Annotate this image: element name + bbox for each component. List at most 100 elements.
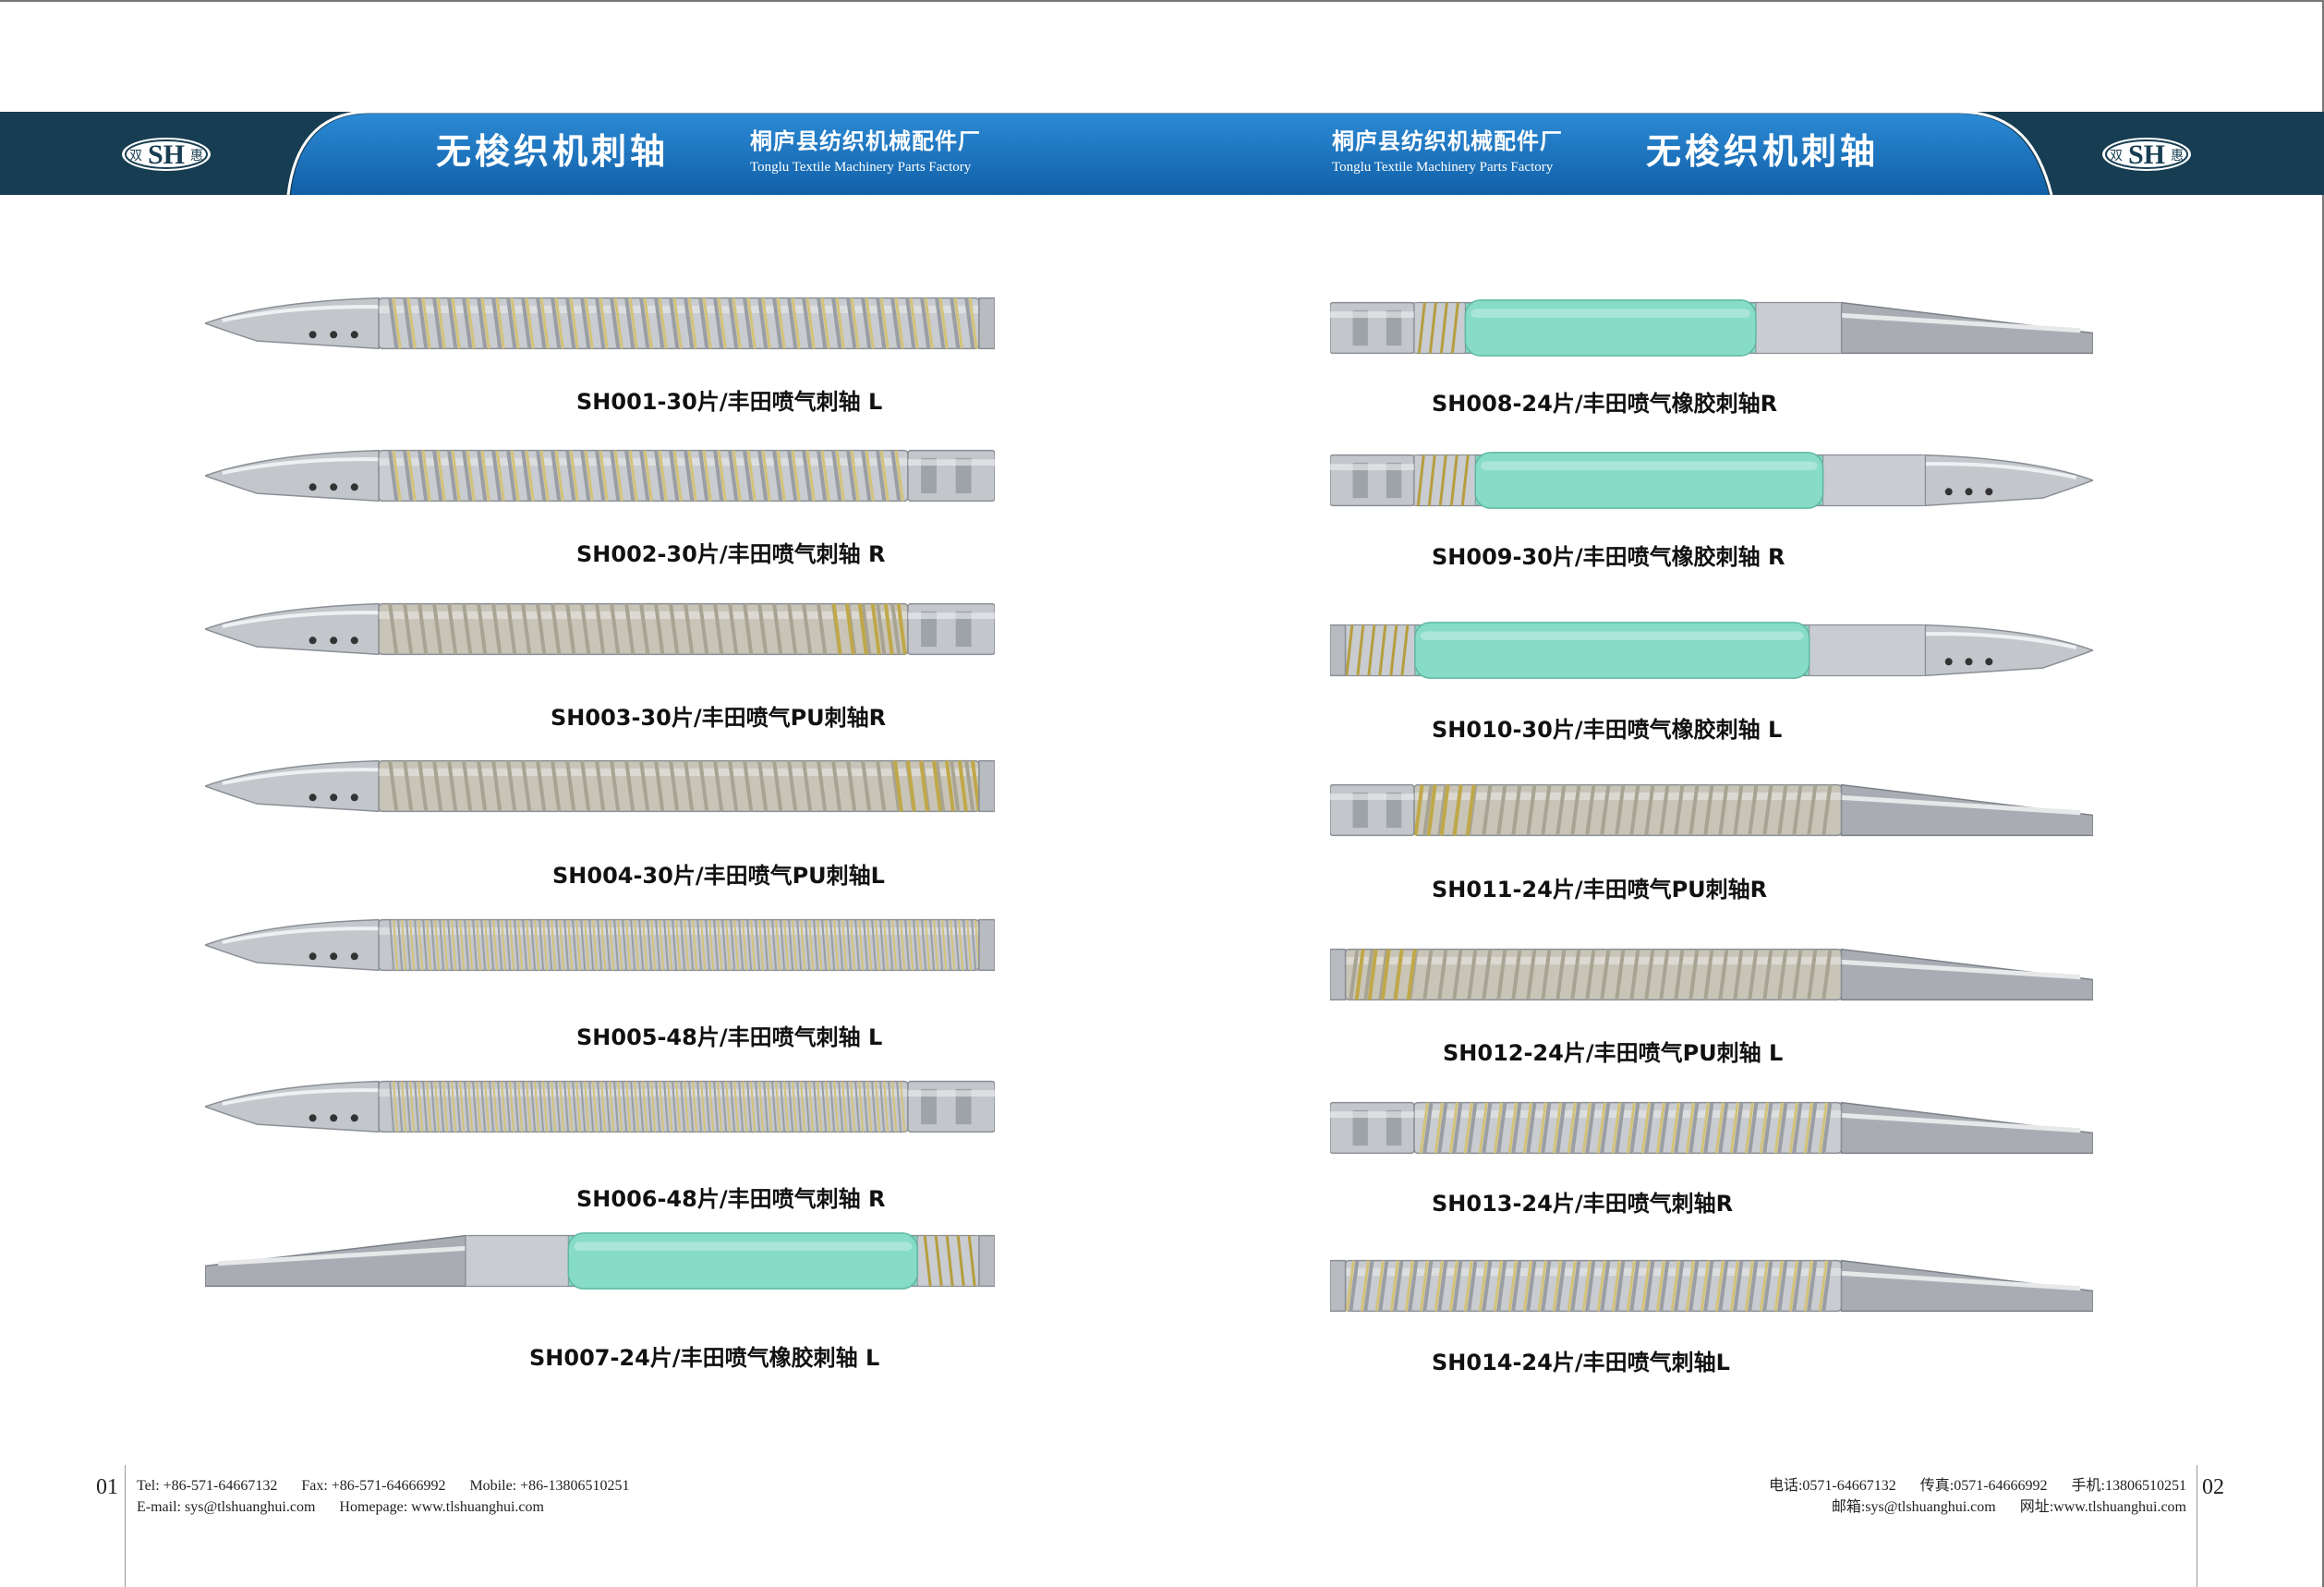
needle-ring: [580, 297, 591, 349]
needle-ring: [1567, 1260, 1577, 1312]
needle-ring: [1428, 302, 1437, 354]
needle-ring: [829, 919, 836, 971]
needle-ring: [1555, 949, 1567, 1000]
needle-ring: [536, 297, 547, 349]
product-image-sh011: [1330, 775, 2093, 845]
needle-ring: [1360, 1260, 1370, 1312]
air-hole: [330, 331, 338, 339]
needle-ring: [802, 297, 813, 349]
needle-ring: [1807, 784, 1818, 836]
needle-ring: [1644, 1102, 1655, 1154]
needle-ring: [1773, 1102, 1784, 1154]
needle-ring: [447, 450, 458, 502]
needle-ring: [1367, 949, 1378, 1000]
needle-ring: [713, 450, 724, 502]
needle-ring: [817, 450, 828, 502]
needle-ring: [426, 919, 432, 971]
needle-ring: [717, 919, 723, 971]
needle-ring: [476, 1081, 482, 1133]
needle-ring: [890, 760, 902, 812]
needle-ring: [442, 919, 449, 971]
needle-ring: [875, 1081, 881, 1133]
needle-ring: [1689, 949, 1700, 1000]
needle-ring: [1733, 949, 1744, 1000]
needle-ring: [388, 760, 399, 812]
needle-ring: [1437, 1260, 1448, 1312]
product-code: SH011: [1432, 877, 1513, 903]
needle-ring: [622, 1081, 628, 1133]
needle-ring: [1452, 1260, 1463, 1312]
needle-ring: [1762, 784, 1773, 836]
logo-left: SH 双 惠: [122, 138, 211, 171]
needle-ring: [1552, 1102, 1562, 1154]
needle-ring: [580, 1081, 587, 1133]
product-label: -24片/丰田喷气橡胶刺轴 L: [610, 1345, 880, 1371]
needle-ring: [575, 919, 582, 971]
product-caption: SH006-48片/丰田喷气刺轴 R: [576, 1185, 885, 1213]
needle-ring: [1777, 1260, 1788, 1312]
needle-ring: [569, 297, 579, 349]
needle-ring: [808, 919, 815, 971]
needle-ring: [1537, 1102, 1547, 1154]
needle-ring: [964, 297, 975, 349]
needle-ring: [480, 919, 487, 971]
needle-ring: [835, 450, 845, 502]
needle-ring: [1615, 784, 1626, 836]
needle-ring: [755, 1081, 761, 1133]
air-hole: [309, 483, 317, 491]
needle-ring: [1422, 1102, 1434, 1154]
shaft-highlight: [1481, 461, 1818, 471]
shaft-blade: [1840, 1259, 2093, 1313]
needle-ring: [434, 919, 441, 971]
needle-ring: [838, 1081, 844, 1133]
needle-ring: [459, 919, 466, 971]
product-label: -30片/丰田喷气橡胶刺轴 L: [1512, 717, 1783, 743]
logo-char: 双: [129, 149, 142, 164]
needle-ring: [1640, 1260, 1651, 1312]
needle-ring: [950, 919, 956, 971]
needle-ring: [1478, 1102, 1488, 1154]
needle-ring: [530, 919, 537, 971]
needle-ring: [1438, 454, 1447, 506]
needle-ring: [1703, 784, 1714, 836]
air-hole: [1985, 488, 1993, 496]
needle-ring: [1552, 1260, 1562, 1312]
needle-ring: [472, 1081, 478, 1133]
needle-ring: [643, 450, 653, 502]
needle-ring: [800, 919, 806, 971]
needle-ring: [788, 1081, 794, 1133]
needle-ring: [472, 919, 478, 971]
air-hole: [309, 636, 317, 645]
shaft-blade: [1840, 1101, 2093, 1155]
needle-ring: [572, 919, 578, 971]
needle-ring: [1748, 949, 1759, 1000]
needle-ring: [584, 1081, 590, 1133]
product-code: SH012: [1443, 1040, 1524, 1066]
email-text: E-mail: sys@tlshuanghui.com: [137, 1499, 316, 1515]
page-number-right: 02: [2202, 1475, 2224, 1499]
needle-ring: [743, 297, 754, 349]
needle-ring: [405, 1081, 412, 1133]
needle-ring: [841, 1081, 848, 1133]
needle-ring: [501, 919, 507, 971]
air-hole: [350, 331, 358, 339]
needle-ring: [1570, 949, 1581, 1000]
needle-ring: [547, 1081, 553, 1133]
needle-ring: [1659, 784, 1670, 836]
needle-ring: [484, 919, 490, 971]
needle-ring: [551, 1081, 557, 1133]
needle-ring: [672, 297, 683, 349]
needle-ring: [879, 1081, 886, 1133]
needle-ring: [610, 603, 621, 655]
shaft-end: [1330, 1259, 1347, 1313]
needle-ring: [630, 1081, 636, 1133]
needle-ring: [1511, 1260, 1522, 1312]
product-caption: SH009-30片/丰田喷气橡胶刺轴 R: [1432, 543, 1785, 571]
needle-ring: [958, 919, 964, 971]
needle-ring: [1422, 949, 1434, 1000]
needle-ring: [554, 297, 564, 349]
needle-ring: [1416, 454, 1425, 506]
needle-ring: [1378, 1260, 1389, 1312]
needle-ring: [1615, 1102, 1626, 1154]
needle-ring: [675, 919, 682, 971]
